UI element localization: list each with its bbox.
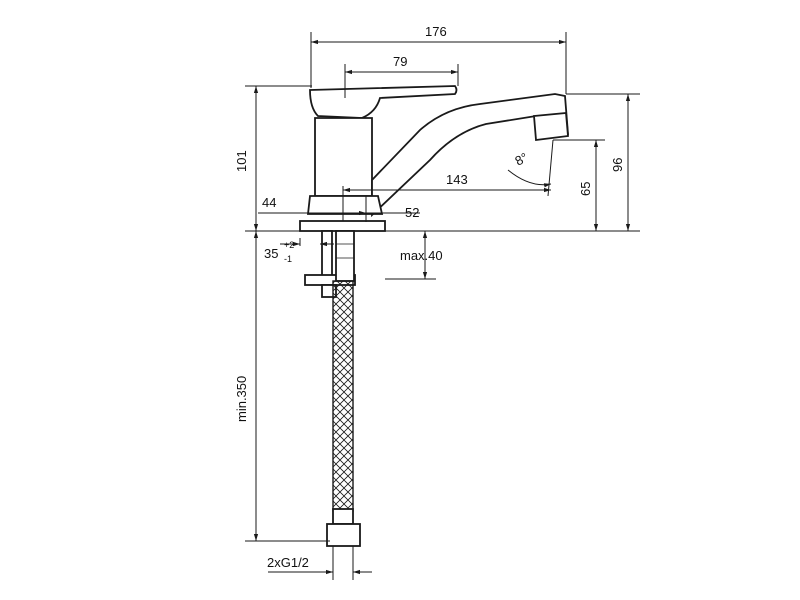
dim-35-tol-plus: +2 <box>284 240 294 250</box>
dim-101: 101 <box>234 150 249 172</box>
dim-2xg12: 2xG1/2 <box>267 555 309 570</box>
dim-176: 176 <box>425 24 447 39</box>
dim-35: 35 <box>264 246 278 261</box>
hose-lower-nut <box>326 523 361 547</box>
dimension-lines <box>245 32 640 580</box>
faucet-body <box>314 117 373 197</box>
braided-hose <box>332 280 354 512</box>
base-flange <box>306 195 384 215</box>
dimension-labels: 176 79 101 96 143 65 8° 44 52 35 +2 -1 m… <box>234 24 625 570</box>
dim-35-tol-minus: -1 <box>284 254 292 264</box>
dim-96: 96 <box>610 158 625 172</box>
hose-lower-ferrule <box>332 508 354 525</box>
dim-143: 143 <box>446 172 468 187</box>
dim-max40: max.40 <box>400 248 443 263</box>
dim-65: 65 <box>578 182 593 196</box>
mount-plate <box>299 220 386 232</box>
hose-upper-fitting <box>335 230 355 282</box>
spout <box>371 93 569 218</box>
mount-shank <box>321 230 333 280</box>
dim-44: 44 <box>262 195 276 210</box>
faucet-outline <box>299 85 569 547</box>
dim-8-degree: 8° <box>512 150 530 169</box>
aerator <box>533 112 569 142</box>
dim-52: 52 <box>405 205 419 220</box>
dim-79: 79 <box>393 54 407 69</box>
lever-handle <box>309 85 458 119</box>
dim-min350: min.350 <box>234 376 249 422</box>
